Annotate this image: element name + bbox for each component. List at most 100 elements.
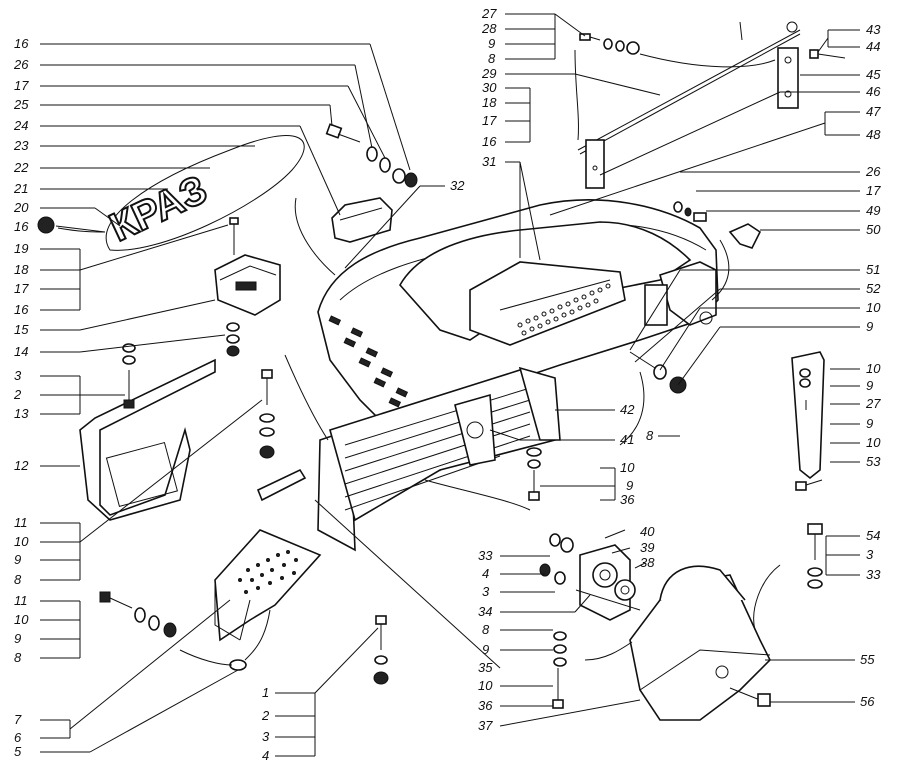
perforated-plate [214,529,322,671]
callout-label: 15 [14,322,29,337]
callout-label: 41 [620,432,634,447]
callout-label: 38 [640,555,655,570]
callout-label: 26 [865,164,881,179]
callout-label: 2 [13,387,22,402]
bolt-11-left [99,591,177,638]
callout-label: 9 [866,319,873,334]
callout-label: 50 [866,222,881,237]
callout-label: 21 [13,181,28,196]
callout-label: 33 [478,548,493,563]
callout-label: 16 [14,302,29,317]
callout-label: 13 [14,406,29,421]
callout-label: 9 [482,642,489,657]
callout-label: 49 [866,203,880,218]
callout-label: 16 [14,36,29,51]
callout-label: 47 [866,104,881,119]
callout-label: 19 [14,241,28,256]
callout-label: 9 [14,552,21,567]
callout-label: 8 [14,572,22,587]
callout-label: 40 [640,524,655,539]
callout-label: 43 [866,22,881,37]
callout-label: 10 [866,361,881,376]
callout-label: 3 [866,547,874,562]
callout-label: 25 [13,97,29,112]
callout-label: 9 [14,631,21,646]
callout-label: 8 [488,51,496,66]
callout-label: 56 [860,694,875,709]
callout-label: 33 [866,567,881,582]
callout-label: 17 [14,78,29,93]
callout-label: 44 [866,39,880,54]
callout-label: 8 [482,622,490,637]
callout-label: 36 [478,698,493,713]
callout-label: 10 [14,612,29,627]
callout-label: 17 [482,113,497,128]
callout-label: 51 [866,262,880,277]
callout-label: 10 [866,300,881,315]
callout-label: 6 [14,730,22,745]
logo-text: КРАЗ [103,167,214,250]
callout-label: 26 [13,57,29,72]
callout-label: 3 [482,584,490,599]
bolt-washers-top-left [325,123,418,188]
callout-label: 16 [14,219,29,234]
callout-label: 39 [640,540,654,555]
callout-label: 10 [14,534,29,549]
callout-label: 2 [261,708,270,723]
callout-labels-right: 26 17 49 50 51 52 10 9 10 9 27 9 10 53 4… [620,164,881,507]
callout-label: 5 [14,744,22,759]
callout-label: 17 [866,183,881,198]
callout-label: 1 [262,685,269,700]
rail-35 [256,468,307,502]
callout-label: 22 [13,160,29,175]
callout-label: 11 [14,515,28,530]
callout-label: 53 [866,454,881,469]
callout-label: 9 [488,36,495,51]
callout-label: 27 [865,396,881,411]
callout-label: 16 [482,134,497,149]
callout-label: 8 [646,428,654,443]
callout-label: 7 [14,712,22,727]
logo-badge: КРАЗ [102,135,305,251]
grille-holes [517,283,611,336]
callout-label: 8 [14,650,22,665]
callout-labels-top-right: 43 44 45 46 47 48 [866,22,881,142]
callout-label: 27 [481,6,497,21]
callout-label: 31 [482,154,496,169]
top-rod-assembly [577,21,846,189]
callout-label: 52 [866,281,881,296]
callout-label: 35 [478,660,493,675]
callout-label: 48 [866,127,881,142]
callout-label: 24 [13,118,28,133]
callout-label: 54 [866,528,880,543]
callout-label: 9 [866,416,873,431]
callout-label: 3 [262,729,270,744]
rubber-mount [214,217,281,357]
callout-label: 55 [860,652,875,667]
callout-label: 10 [478,678,493,693]
callout-label: 18 [14,262,29,277]
support-bracket [539,523,823,721]
callout-label: 18 [482,95,497,110]
bolt-stack-center [259,369,275,459]
bolt-36-mid [526,447,542,501]
callout-label: 12 [14,458,29,473]
callout-label: 9 [866,378,873,393]
callout-label: 4 [262,748,269,763]
callout-label: 29 [481,66,496,81]
bracket-53 [791,351,825,491]
callout-label: 3 [14,368,22,383]
callout-label: 17 [14,281,29,296]
callout-label: 23 [13,138,29,153]
leader-lines [40,13,860,757]
callout-label: 4 [482,566,489,581]
callout-labels-bottom-center: 1 2 3 4 [261,685,270,763]
callout-labels-lower-right: 40 39 33 4 3 34 38 8 9 10 36 35 37 54 3 … [478,524,881,733]
bolt-1-4 [373,615,389,685]
plate-holes [238,550,298,594]
callout-label: 11 [14,593,28,608]
callout-label: 10 [620,460,635,475]
callout-label: 28 [481,21,497,36]
callout-label: 20 [13,200,29,215]
